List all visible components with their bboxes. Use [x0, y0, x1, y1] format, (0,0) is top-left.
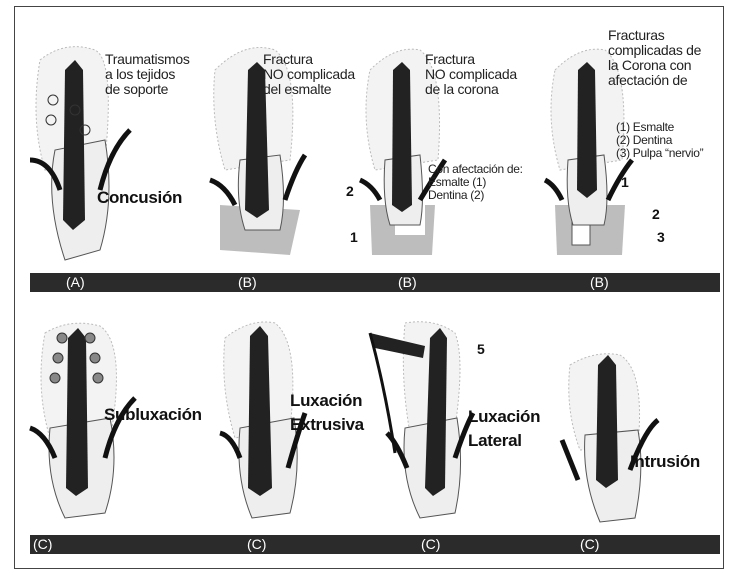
panel-b3-list: (1) Esmalte(2) Dentina(3) Pulpa “nervio”: [616, 121, 703, 160]
marker-1b: 1: [621, 174, 629, 190]
band-label-c3: (C): [421, 535, 440, 554]
marker-2: 2: [346, 183, 354, 199]
band-label-c2: (C): [247, 535, 266, 554]
concussion-label: Concusión: [97, 188, 182, 208]
tooth-lateral-luxation-illustration: [365, 318, 475, 528]
marker-1: 1: [350, 229, 358, 245]
band-label-a: (A): [66, 273, 85, 292]
marker-5: 5: [477, 341, 485, 357]
row2-label-band: (C) (C) (C) (C): [30, 535, 720, 554]
row1-label-band: (A) (B) (B) (B): [30, 273, 720, 292]
panel-b2-note: Con afectación de:Esmalte (1)Dentina (2): [428, 163, 523, 202]
subluxation-label: Subluxación: [104, 405, 202, 425]
marker-2b: 2: [652, 206, 660, 222]
marker-3: 3: [657, 229, 665, 245]
band-label-c4: (C): [580, 535, 599, 554]
band-label-c1: (C): [33, 535, 52, 554]
tooth-intrusion-illustration: [560, 350, 660, 530]
intrusion-label: Intrusión: [630, 452, 700, 472]
band-label-b3: (B): [590, 273, 609, 292]
band-label-b2: (B): [398, 273, 417, 292]
band-label-b1: (B): [238, 273, 257, 292]
